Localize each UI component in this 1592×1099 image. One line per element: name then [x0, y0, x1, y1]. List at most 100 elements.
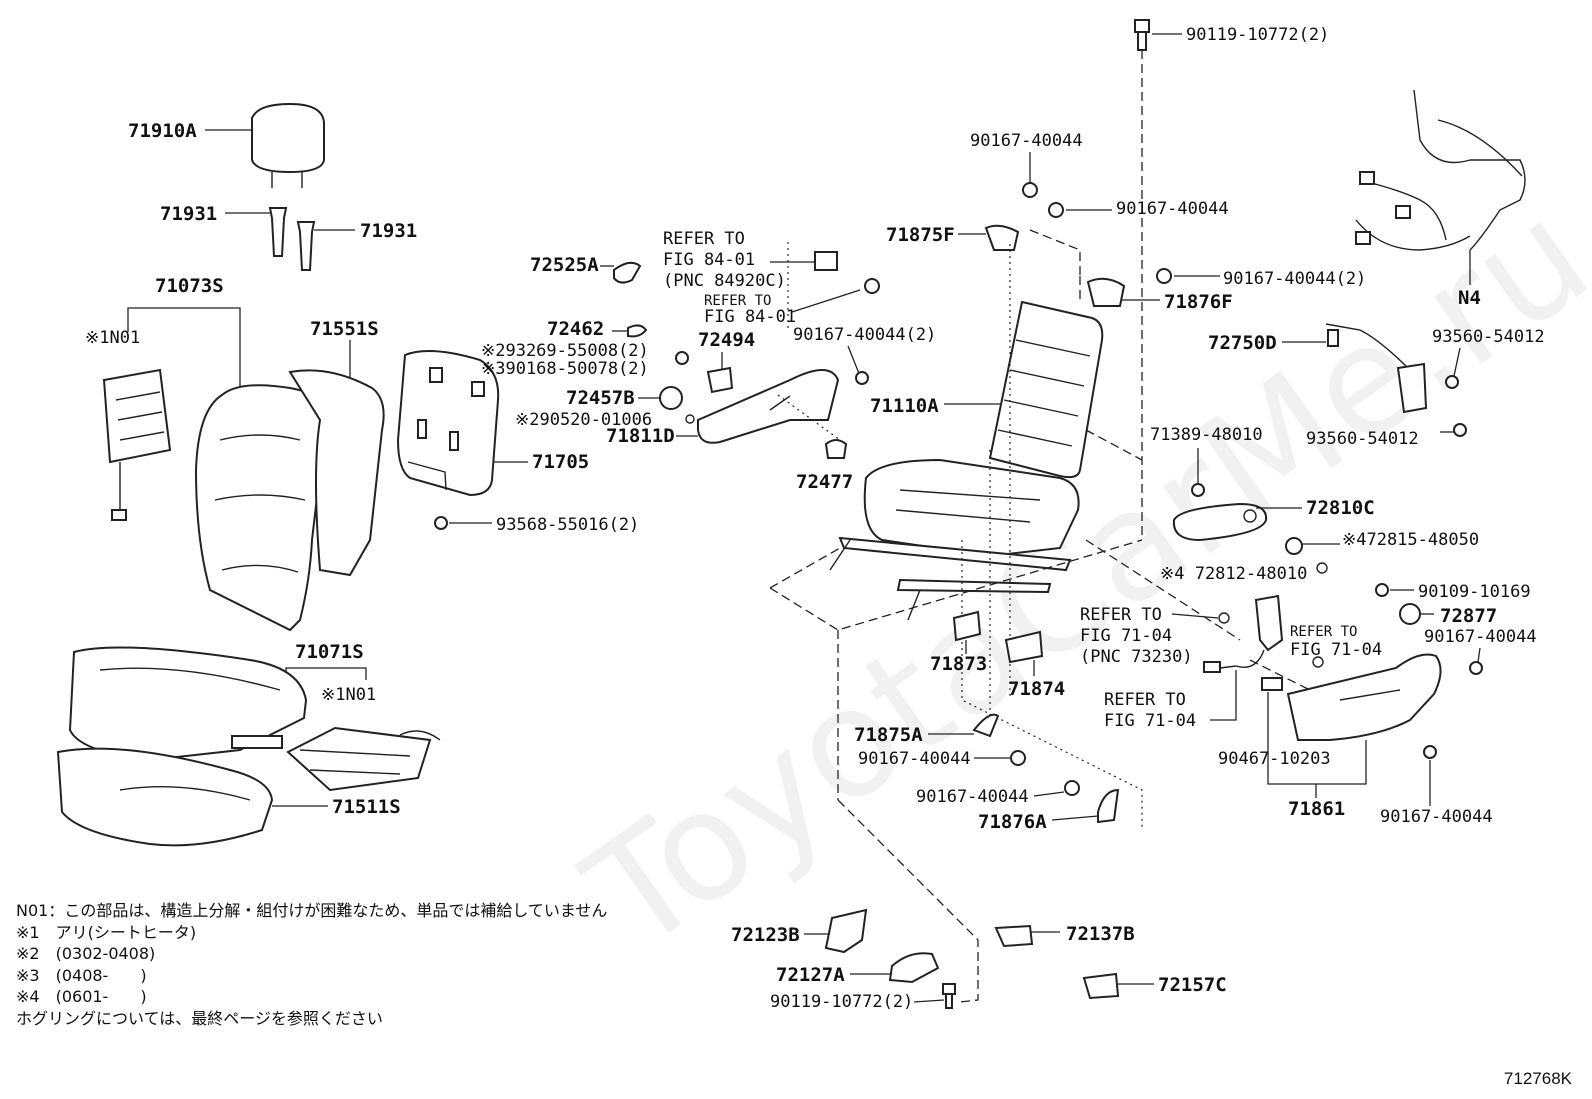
cover-71875A-part [972, 713, 1000, 738]
label-refer-84-01-a-line2: FIG 84-01 [663, 250, 755, 270]
label-refer-84-01-a-line1: REFER TO [663, 229, 745, 249]
bolt-90119-bottom-part [942, 983, 956, 1009]
cap-72877-part [1399, 603, 1421, 625]
bracket-84920-part [814, 251, 838, 271]
label-90167-40044-top: 90167-40044 [970, 131, 1083, 151]
label-refer-84-01-b-line1: REFER TO [704, 293, 771, 309]
label-93269-55008: ※293269-55008(2) [481, 341, 649, 361]
label-90167-40044-2b: 90167-40044(2) [1223, 269, 1366, 289]
note-3: ※3 (0408- ) [16, 965, 147, 985]
watermark-text: ToyotaCarMe.ru [557, 169, 1592, 985]
knob-72494-part [706, 366, 734, 394]
cover-72127A-part [888, 952, 940, 984]
label-71876F: 71876F [1164, 291, 1233, 313]
label-1N01-lower: ※1N01 [321, 685, 376, 705]
cover-71873-part [952, 610, 982, 642]
label-refer-71-04-a-line2: FIG 71-04 [1080, 626, 1172, 646]
label-N4: N4 [1458, 287, 1481, 309]
label-71389-48010: 71389-48010 [1150, 425, 1263, 445]
label-71910A: 71910A [128, 120, 197, 142]
label-72494: 72494 [698, 329, 755, 351]
label-refer-84-01-a-line3: (PNC 84920C) [663, 271, 786, 291]
label-72525A: 72525A [530, 254, 599, 276]
label-refer-71-04-c-line2: FIG 71-04 [1104, 711, 1196, 731]
label-93560-54012-b: 93560-54012 [1306, 429, 1419, 449]
notes-block: N01：この部品は、構造上分解・組付けが困難なため、単品では補給していません ※… [16, 900, 607, 1029]
label-71876A: 71876A [978, 811, 1047, 833]
label-72157C: 72157C [1158, 974, 1227, 996]
seatback-pad-part [288, 369, 385, 577]
bracket-72750D-part [1325, 323, 1428, 414]
cover-72137B-part [994, 924, 1034, 948]
side-cover-71861-part [1261, 653, 1442, 741]
label-90167-40044-mid1: 90167-40044 [858, 749, 971, 769]
label-90119-10772-bottom: 90119-10772(2) [770, 992, 913, 1012]
label-72457B: 72457B [566, 387, 635, 409]
figure-code: 712768K [1503, 1069, 1572, 1088]
note-4: ※4 (0601- ) [16, 987, 147, 1006]
clip-72525A-part [613, 261, 642, 284]
cover-71874-part [1004, 630, 1044, 664]
label-71931-right: 71931 [360, 220, 417, 242]
note-n01: N01：この部品は、構造上分解・組付けが困難なため、単品では補給していません [16, 901, 608, 920]
seatback-cover-part [194, 384, 328, 632]
label-90109-10169: 90109-10169 [1418, 582, 1531, 602]
label-71811D: 71811D [606, 425, 675, 447]
label-71073S: 71073S [155, 275, 224, 297]
note-1: ※1 アリ(シートヒータ) [16, 922, 197, 942]
label-72815-48050: ※472815-48050 [1342, 530, 1479, 550]
label-refer-71-04-b-line1: REFER TO [1290, 624, 1357, 640]
headrest-guide-part [268, 207, 316, 271]
label-90467-10203: 90467-10203 [1218, 749, 1331, 769]
label-1N01-upper: ※1N01 [85, 328, 140, 348]
label-72123B: 72123B [731, 924, 800, 946]
label-refer-84-01-b-line2: FIG 84-01 [704, 307, 796, 327]
label-71931-left: 71931 [160, 203, 217, 225]
label-90167-40044-right: 90167-40044 [1116, 199, 1229, 219]
label-71875F: 71875F [886, 224, 955, 246]
label-refer-71-04-a-line3: (PNC 73230) [1080, 647, 1193, 667]
bolt-90119-top-part [1134, 19, 1150, 51]
label-71873: 71873 [930, 653, 987, 675]
seat-frame-71110A-part [829, 300, 1104, 621]
label-90167-40044-side2: 90167-40044 [1380, 807, 1493, 827]
note-2: ※2 (0302-0408) [16, 944, 156, 963]
label-72477: 72477 [796, 471, 853, 493]
seatbelt-buckle-part [1203, 594, 1284, 673]
label-90167-40044-2a: 90167-40044(2) [793, 325, 936, 345]
label-72877: 72877 [1440, 605, 1497, 627]
label-90167-40044-side1: 90167-40044 [1424, 627, 1537, 647]
label-refer-71-04-a-line1: REFER TO [1080, 605, 1162, 625]
side-shield-71811D-part [697, 369, 840, 444]
cover-71875F-part [984, 224, 1020, 251]
label-71551S: 71551S [310, 318, 379, 340]
label-71875A: 71875A [854, 724, 923, 746]
cover-71876F-part [1086, 277, 1126, 307]
knob-72457B-part [659, 386, 683, 410]
seat-cushion-pad-part [56, 747, 274, 847]
label-90119-10772-top: 90119-10772(2) [1186, 25, 1329, 45]
seat-heater-back-part [102, 368, 172, 521]
label-71874: 71874 [1008, 678, 1065, 700]
seat-heater-cushion-part [286, 726, 441, 792]
armrest-72810C-part [1172, 502, 1268, 542]
label-72462: 72462 [547, 318, 604, 340]
label-72750D: 72750D [1208, 332, 1277, 354]
label-72127A: 72127A [776, 964, 845, 986]
label-refer-71-04-b-line2: FIG 71-04 [1290, 640, 1382, 660]
label-refer-71-04-c-line1: REFER TO [1104, 690, 1186, 710]
seatback-board-part [396, 350, 500, 497]
label-90167-40044-mid2: 90167-40044 [916, 787, 1029, 807]
label-72810C: 72810C [1306, 497, 1375, 519]
seat-cushion-cover-part [68, 646, 308, 762]
label-72137B: 72137B [1066, 923, 1135, 945]
label-93560-54012-a: 93560-54012 [1432, 327, 1545, 347]
label-71511S: 71511S [332, 796, 401, 818]
cover-72157C-part [1082, 972, 1120, 1000]
wire-harness-N4-part [1355, 89, 1526, 251]
note-hog-ring: ホグリングについては、最終ページを参照ください [16, 1008, 383, 1028]
label-90520-01006: ※290520-01006 [515, 410, 652, 430]
cover-72477-part [824, 439, 848, 459]
